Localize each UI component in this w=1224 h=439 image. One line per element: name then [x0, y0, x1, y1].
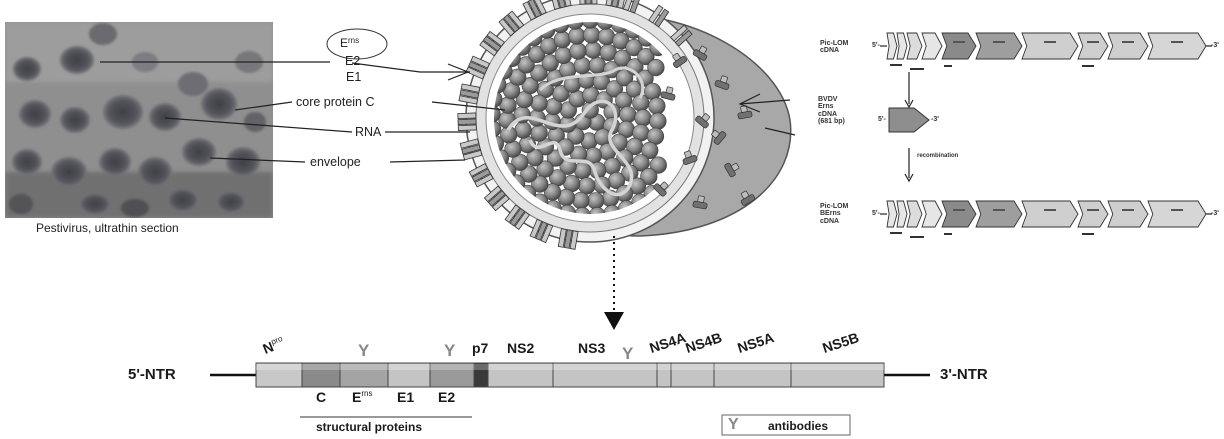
construct-top-3end: -3': [1211, 42, 1219, 49]
label-ns3: NS3: [578, 341, 605, 355]
label-3ntr: 3'-NTR: [940, 367, 988, 382]
construct-insert-3end: -3': [931, 116, 939, 123]
label-e1-genome: E1: [397, 390, 414, 404]
label-structural-proteins: structural proteins: [316, 421, 422, 433]
label-e2: E2: [345, 55, 360, 68]
label-ns2: NS2: [507, 341, 534, 355]
antibody-icon-erns: Y: [358, 342, 369, 359]
construct-pic-lom-berns: [880, 201, 1212, 238]
antibody-icon-e2: Y: [444, 342, 455, 359]
construct-pic-lom: [880, 33, 1212, 70]
label-5ntr: 5'-NTR: [128, 367, 176, 382]
label-erns-genome: Erns: [352, 390, 372, 404]
label-rna: RNA: [355, 126, 381, 139]
label-p7: p7: [472, 341, 488, 355]
label-recombination: recombination: [917, 153, 958, 159]
legend-label: antibodies: [768, 420, 828, 432]
construct-insert-5end: 5'-: [878, 116, 886, 123]
antibody-icon-ns3: Y: [622, 345, 633, 362]
antibody-icon-legend: Y: [728, 417, 739, 433]
construct-top-5end: 5'-: [872, 42, 880, 49]
label-e1: E1: [346, 71, 361, 84]
label-erns: Erns: [340, 37, 359, 49]
label-core-protein: core protein C: [296, 96, 375, 109]
label-c: C: [316, 390, 326, 404]
label-e2-genome: E2: [438, 390, 455, 404]
genome-pointer-head: [604, 312, 624, 330]
construct-insert: [889, 108, 929, 132]
label-envelope: envelope: [310, 156, 361, 169]
construct-bottom-3end: -3': [1211, 210, 1219, 217]
construct-bottom-5end: 5'-: [872, 210, 880, 217]
